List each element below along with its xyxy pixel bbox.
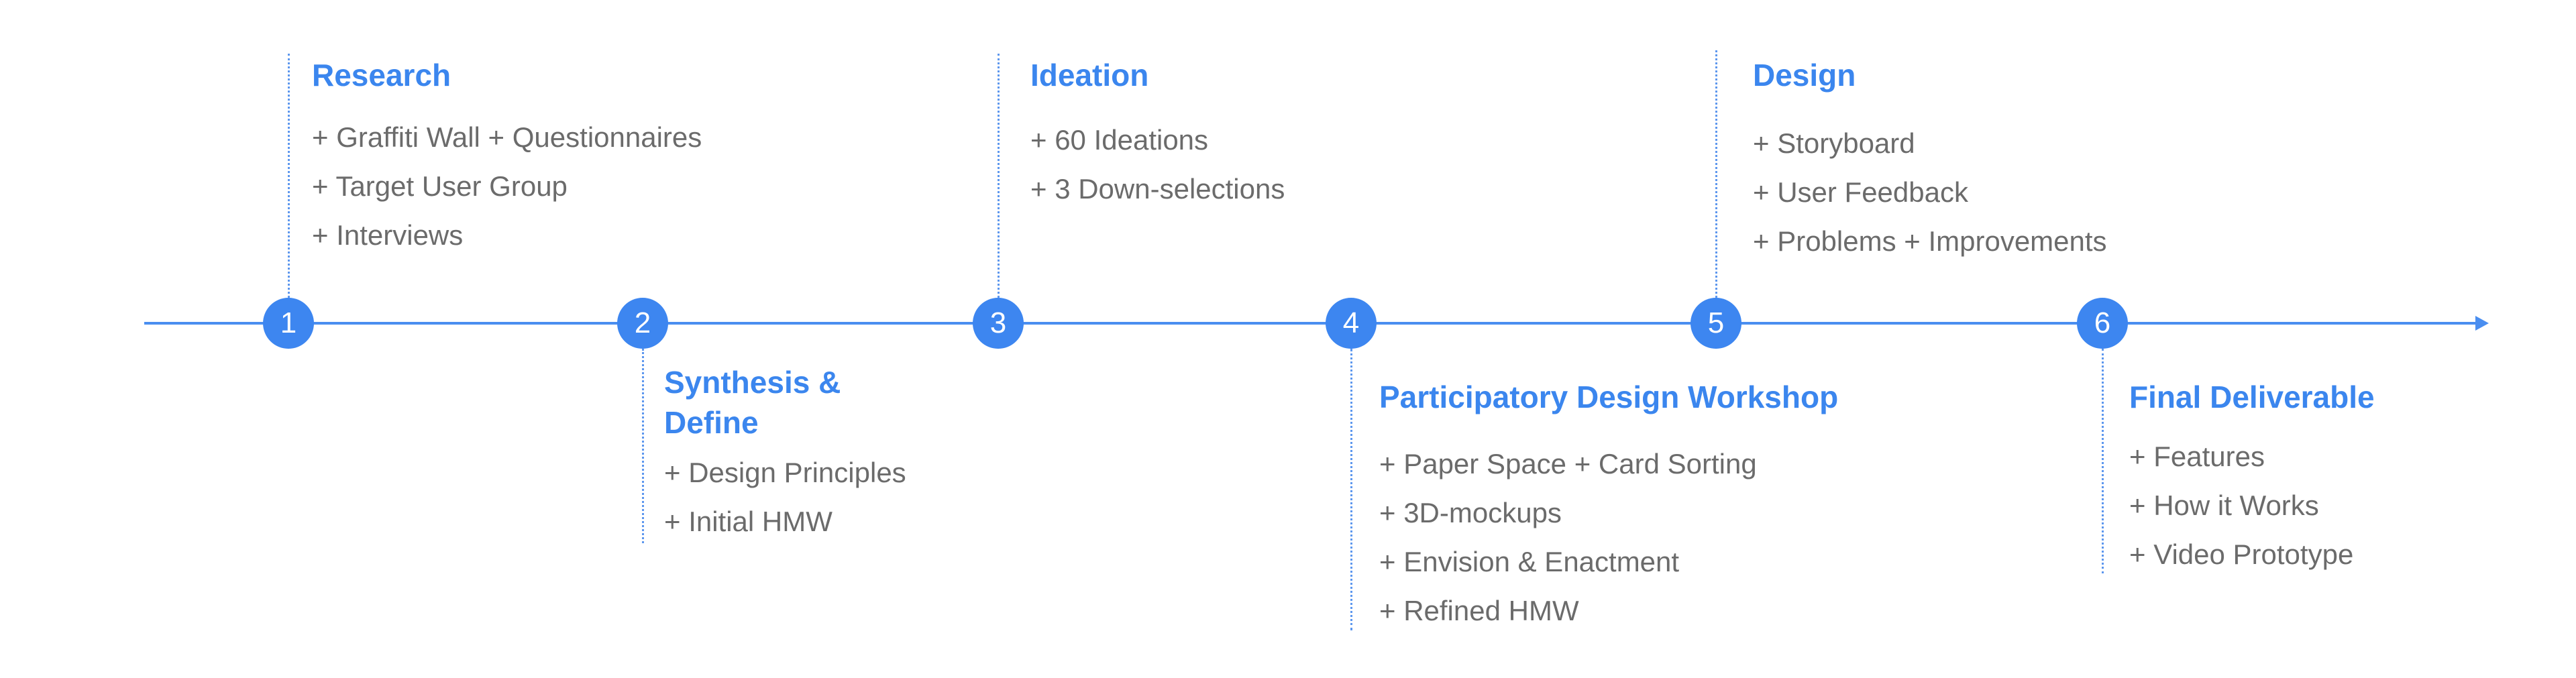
stage-5-connector: [1715, 50, 1717, 298]
stage-3-title: Ideation: [1030, 58, 1149, 93]
stage-1-connector: [288, 54, 290, 298]
stage-5-title: Design: [1753, 58, 1856, 93]
stage-3-item: + 60 Ideations: [1030, 124, 1209, 156]
stage-5-item: + User Feedback: [1753, 176, 1968, 208]
stage-1-title: Research: [312, 58, 451, 93]
stage-2-title: Synthesis &Define: [664, 365, 841, 440]
stage-2-node: 2: [617, 298, 668, 349]
stage-4-item: + Paper Space + Card Sorting: [1379, 448, 1757, 479]
stage-1-item: + Graffiti Wall + Questionnaires: [312, 121, 702, 153]
stage-4-item: + 3D-mockups: [1379, 497, 1562, 528]
timeline-arrowhead: [2475, 316, 2489, 331]
stage-6-node: 6: [2077, 298, 2128, 349]
stage-6-item: + Features: [2129, 441, 2265, 472]
stage-2-connector: [642, 349, 644, 543]
stage-3-node: 3: [973, 298, 1024, 349]
timeline-axis: [144, 322, 2479, 325]
stage-4-title: Participatory Design Workshop: [1379, 380, 1839, 414]
stage-3-items: + 60 Ideations + 3 Down-selections: [1030, 115, 1285, 213]
stage-6-item: + How it Works: [2129, 490, 2319, 521]
stage-6-items: + Features + How it Works + Video Prototyp…: [2129, 432, 2353, 579]
stage-5-items: + Storyboard + User Feedback + Problems + …: [1753, 119, 2107, 266]
stage-4-items: + Paper Space + Card Sorting + 3D-mockups…: [1379, 439, 1757, 635]
stage-4-item: + Envision & Enactment: [1379, 546, 1680, 577]
stage-6-item: + Video Prototype: [2129, 539, 2354, 570]
stage-3-item: + 3 Down-selections: [1030, 173, 1285, 205]
stage-5-item: + Problems + Improvements: [1753, 225, 2107, 257]
stage-2-item: + Design Principles: [664, 457, 906, 488]
stage-5-item: + Storyboard: [1753, 127, 1915, 159]
stage-4-connector: [1350, 349, 1352, 630]
stage-6-connector: [2102, 349, 2104, 573]
stage-2-item: + Initial HMW: [664, 506, 833, 537]
stage-4-node: 4: [1326, 298, 1377, 349]
stage-4-item: + Refined HMW: [1379, 595, 1579, 626]
stage-6-title: Final Deliverable: [2129, 380, 2375, 414]
stage-1-node: 1: [263, 298, 314, 349]
stage-1-item: + Target User Group: [312, 170, 568, 202]
stage-2-items: + Design Principles + Initial HMW: [664, 448, 906, 546]
stage-3-connector: [998, 54, 1000, 298]
stage-5-node: 5: [1690, 298, 1741, 349]
stage-1-items: + Graffiti Wall + Questionnaires + Target…: [312, 113, 702, 260]
stage-1-item: + Interviews: [312, 219, 464, 251]
